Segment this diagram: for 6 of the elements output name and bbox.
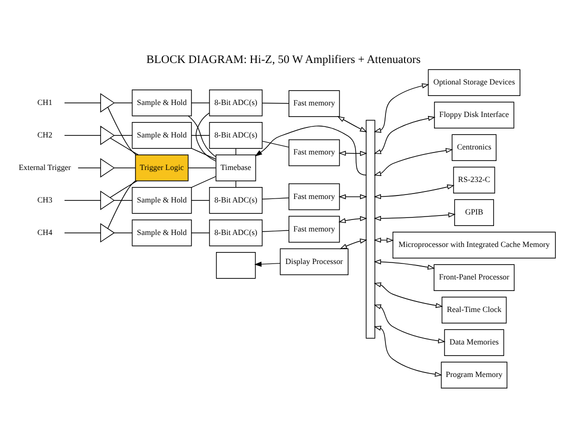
diagram-title: BLOCK DIAGRAM: Hi-Z, 50 W Amplifiers + Attenuators [146, 54, 421, 66]
node-text: CH2 [37, 130, 52, 140]
node-text: CH1 [37, 98, 52, 107]
node-text: CH4 [37, 228, 52, 237]
node-text: External Trigger [18, 162, 71, 172]
node-text: CH3 [37, 195, 52, 204]
